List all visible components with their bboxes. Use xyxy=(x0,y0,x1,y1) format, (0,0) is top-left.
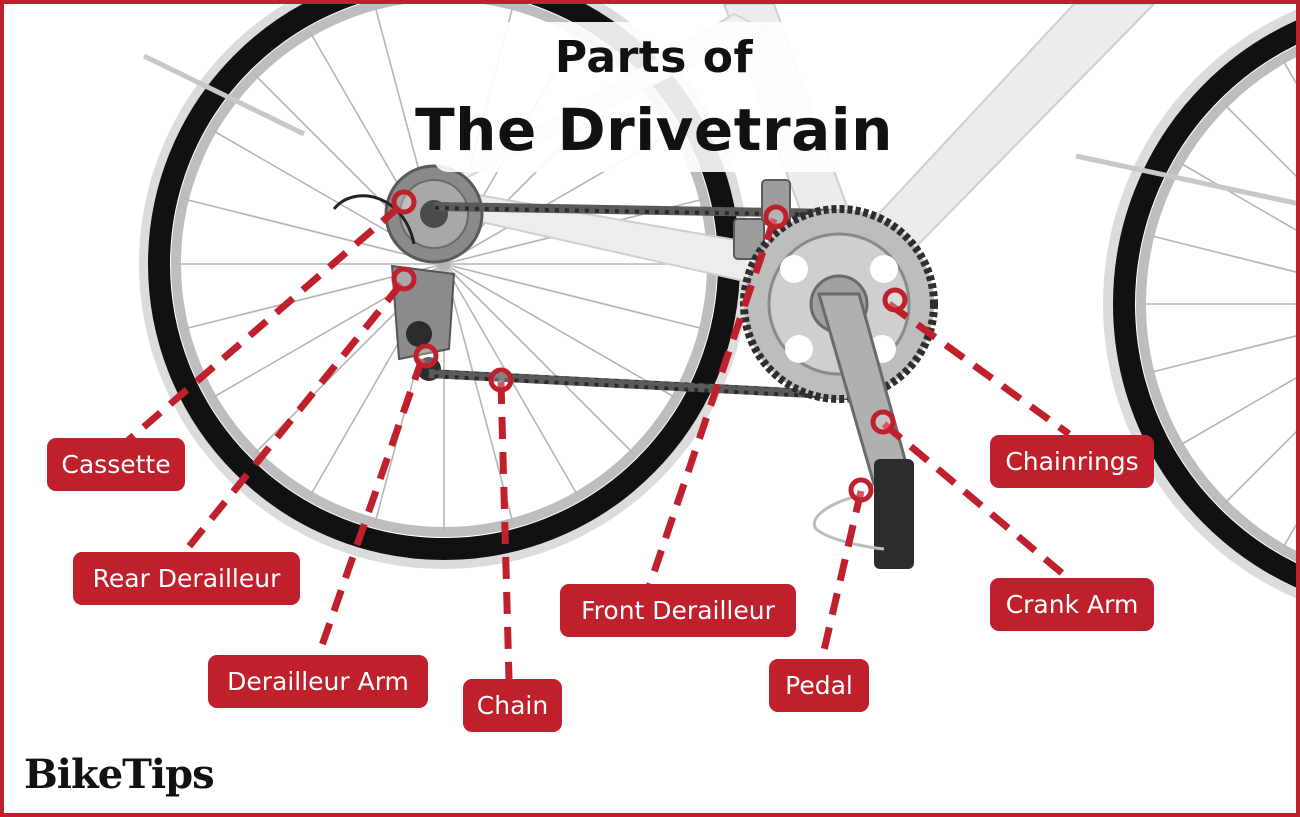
title-backdrop xyxy=(434,22,874,172)
label-chainrings: Chainrings xyxy=(990,435,1154,488)
leader-line-chainrings xyxy=(886,301,1072,437)
marker-ring-icon xyxy=(882,287,908,313)
rear-fender-stay xyxy=(142,53,306,137)
marker-ring-icon xyxy=(488,367,514,393)
front-fender-stay xyxy=(1075,153,1296,206)
label-crank-arm: Crank Arm xyxy=(990,578,1154,631)
front-rim xyxy=(1136,46,1296,562)
front-tire xyxy=(1113,20,1296,588)
marker-ring-icon xyxy=(413,343,439,369)
label-derailleur-arm: Derailleur Arm xyxy=(208,655,428,708)
marker-ring-icon xyxy=(391,189,417,215)
leader-line-pedal xyxy=(818,490,865,660)
leader-line-chain xyxy=(497,381,513,680)
label-pedal: Pedal xyxy=(769,659,869,712)
label-rear-derailleur: Rear Derailleur xyxy=(73,552,300,605)
cassette-part xyxy=(384,164,484,264)
leader-line-crank-arm xyxy=(881,421,1072,582)
front-fender xyxy=(1103,9,1296,599)
biketips-logo: BikeTips xyxy=(24,751,215,798)
leader-line-derailleur-arm xyxy=(315,357,426,656)
front-wheel xyxy=(1075,9,1296,599)
label-front-derailleur: Front Derailleur xyxy=(560,584,796,637)
marker-ring-icon xyxy=(763,204,789,230)
leader-line-cassette xyxy=(121,204,402,447)
chain-part xyxy=(428,202,859,401)
label-cassette: Cassette xyxy=(47,438,185,491)
marker-ring-icon xyxy=(870,409,896,435)
marker-rings xyxy=(391,189,908,503)
marker-ring-icon xyxy=(848,477,874,503)
pedal-part xyxy=(812,459,914,569)
leader-lines xyxy=(121,204,1072,680)
leader-line-rear-derailleur xyxy=(176,281,404,562)
marker-ring-icon xyxy=(391,266,417,292)
label-chain: Chain xyxy=(463,679,562,732)
leader-line-front-derailleur xyxy=(645,217,778,589)
title-line-1: Parts of xyxy=(554,32,754,83)
page-title: The Drivetrain xyxy=(415,96,893,164)
